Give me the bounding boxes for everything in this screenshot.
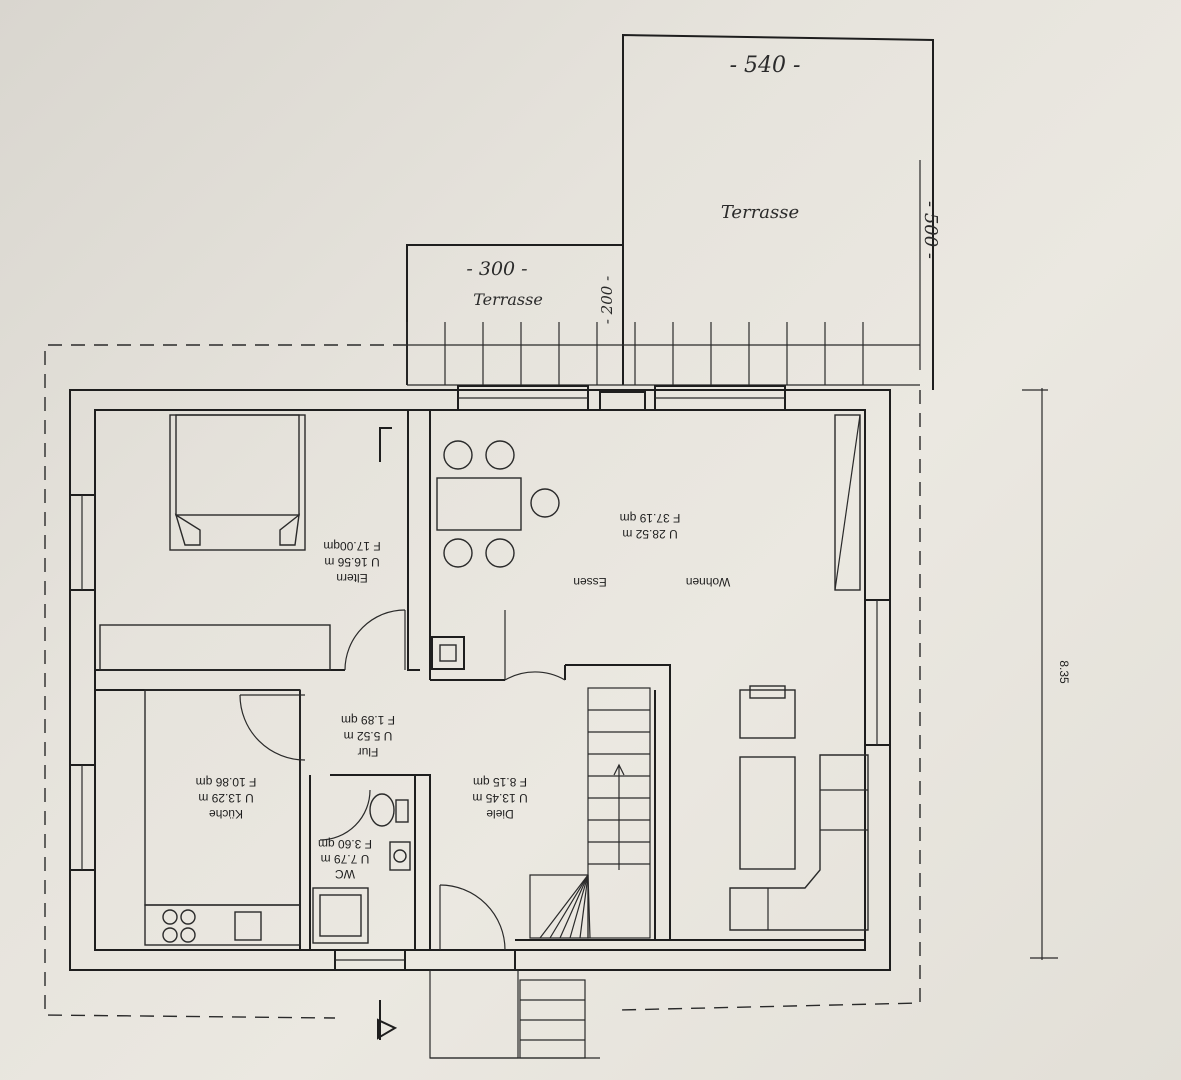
kitchen-counter-icon (144, 689, 301, 946)
room-wohnen-name: Wohnen (686, 575, 730, 589)
dining-table-icon (436, 440, 560, 568)
room-kueche: Küche U 13.29 m F 10.86 qm (196, 775, 257, 821)
stair-step (549, 874, 589, 939)
dimension-line-depth (1022, 388, 1058, 960)
dimension-terrace-large-width: - 540 - (730, 53, 801, 78)
room-eltern-name: Eltern (336, 571, 367, 585)
room-wohnen-stats: U 28.52 m F 37.19 qm (620, 511, 681, 541)
stair-step (579, 874, 589, 939)
room-kueche-perimeter: U 13.29 m (198, 791, 253, 805)
room-wc: WC U 7.79 m F 3.60 qm (318, 837, 372, 881)
dimension-terrace-small-width: - 300 - (466, 258, 527, 280)
dimension-building-depth: 8.35 (1057, 660, 1071, 684)
room-wc-area: F 3.60 qm (318, 837, 372, 851)
stair-step (559, 874, 589, 939)
fireplace-icon (431, 636, 465, 670)
room-diele-area: F 8.15 qm (473, 775, 527, 789)
dimension-terrace-small-depth: - 200 - (598, 276, 616, 324)
room-diele: Diele U 13.45 m F 8.15 qm (472, 775, 527, 821)
room-diele-perimeter: U 13.45 m (472, 791, 527, 805)
terrace-paving (406, 322, 920, 386)
interior-walls (95, 410, 865, 970)
sink-icon (389, 841, 411, 871)
terrace-large-label: Terrasse (721, 202, 799, 223)
room-eltern: Eltern U 16.56 m F 17.00qm (323, 539, 380, 585)
room-kueche-area: F 10.86 qm (196, 775, 257, 789)
room-wohnen-perimeter: U 28.52 m (622, 527, 677, 541)
room-flur-name: Flur (358, 745, 379, 759)
cabinet-icon (834, 414, 861, 591)
terrace-large-outline (622, 33, 934, 390)
room-essen-name: Essen (573, 575, 606, 589)
room-wohnen-area: F 37.19 qm (620, 511, 681, 525)
room-wc-name: WC (335, 867, 355, 881)
room-eltern-area: F 17.00qm (323, 539, 380, 553)
room-diele-name: Diele (486, 807, 514, 821)
doors (239, 609, 566, 951)
coffee-table-icon (739, 756, 796, 870)
shower-icon (312, 887, 369, 944)
toilet-icon (369, 793, 409, 827)
stair-step (539, 874, 589, 939)
room-kueche-name: Küche (209, 807, 243, 821)
room-flur-area: F 1.89 qm (341, 713, 395, 727)
terrace-small-label: Terrasse (473, 290, 543, 309)
wardrobe-icon (99, 624, 331, 671)
entrance-steps (429, 969, 600, 1059)
sofa-icon (729, 754, 869, 931)
bed-icon (169, 414, 306, 551)
plot-outline-dashed (44, 344, 921, 1019)
staircase-icon (529, 687, 651, 939)
room-eltern-perimeter: U 16.56 m (324, 555, 379, 569)
dimension-terrace-large-depth: - 500 - (920, 201, 941, 259)
room-flur-perimeter: U 5.52 m (344, 729, 393, 743)
entrance-arrow-icon (377, 1000, 398, 1040)
corner-mark-icon (379, 427, 392, 462)
room-flur: Flur U 5.52 m F 1.89 qm (341, 713, 395, 759)
stair-step (569, 874, 589, 939)
room-wc-perimeter: U 7.79 m (321, 852, 370, 866)
windows (69, 385, 891, 971)
armchair-icon (739, 685, 796, 739)
